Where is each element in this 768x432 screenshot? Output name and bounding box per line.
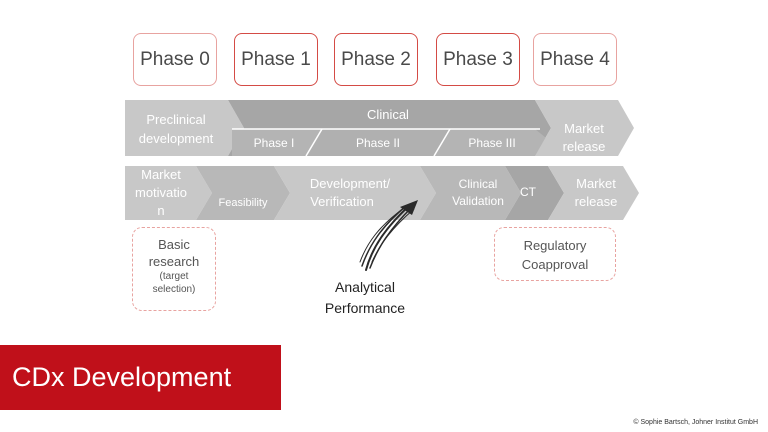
market-release-bottom-1: Market: [576, 176, 616, 191]
analytical-line1: Analytical: [335, 279, 395, 295]
pointer-arrow: [359, 204, 415, 271]
market-release-bottom-2: release: [575, 194, 618, 209]
development-label-1: Development/: [310, 176, 391, 191]
clinical-label: Clinical: [367, 107, 409, 122]
market-motivation-2: motivatio: [135, 185, 187, 200]
phase-ii-chevron: [306, 129, 450, 156]
development-label-2: Verification: [310, 194, 374, 209]
phase-1-box: Phase 1: [234, 33, 318, 86]
phase-ii-label: Phase II: [356, 136, 400, 150]
phase-3-box: Phase 3: [436, 33, 520, 86]
basic-research-line4: selection): [152, 284, 196, 295]
copyright-credit: © Sophie Bartsch, Johner Institut GmbH: [633, 419, 758, 426]
regulatory-line2: Coapproval: [521, 257, 589, 272]
preclinical-chevron: [125, 100, 244, 156]
basic-research-line2: research: [148, 254, 200, 269]
market-motivation-chevron: [125, 166, 212, 220]
phase-i-label: Phase I: [254, 136, 295, 150]
preclinical-label-1: Preclinical: [146, 112, 205, 127]
market-motivation-3: n: [157, 203, 164, 218]
ct-chevron: [505, 166, 564, 220]
analytical-line2: Performance: [324, 300, 406, 316]
clinical-validation-2: Validation: [452, 194, 504, 208]
clinical-validation-chevron: [420, 166, 521, 220]
feasibility-chevron: [196, 166, 290, 220]
clinical-validation-1: Clinical: [459, 177, 498, 191]
ct-label: CT: [520, 185, 537, 199]
market-motivation-1: Market: [141, 167, 181, 182]
market-release-chevron-top: [535, 100, 634, 156]
preclinical-label-2: development: [139, 131, 214, 146]
pointer-arrow-head: [400, 200, 418, 215]
development-chevron: [274, 166, 436, 220]
phase-iii-chevron: [434, 129, 551, 156]
phase-4-box: Phase 4: [533, 33, 617, 86]
basic-research-line3: (target: [159, 271, 189, 282]
banner-title: CDx Development: [12, 362, 232, 392]
phase-iii-label: Phase III: [468, 136, 515, 150]
market-release-top-1: Market: [564, 121, 604, 136]
regulatory-line1: Regulatory: [523, 238, 587, 253]
basic-research-box: Basic research (target selection): [132, 227, 216, 311]
cdx-development-banner: CDx Development: [0, 345, 281, 410]
basic-research-line1: Basic: [158, 237, 190, 252]
analytical-performance-label: Analytical Performance: [300, 277, 430, 319]
feasibility-label: Feasibility: [219, 197, 268, 209]
phase-i-chevron: [232, 129, 322, 156]
phase-2-box: Phase 2: [334, 33, 418, 86]
regulatory-coapproval-box: Regulatory Coapproval: [494, 227, 616, 281]
phase-0-box: Phase 0: [133, 33, 217, 86]
market-release-chevron-bottom: [548, 166, 639, 220]
market-release-top-2: release: [563, 139, 606, 154]
